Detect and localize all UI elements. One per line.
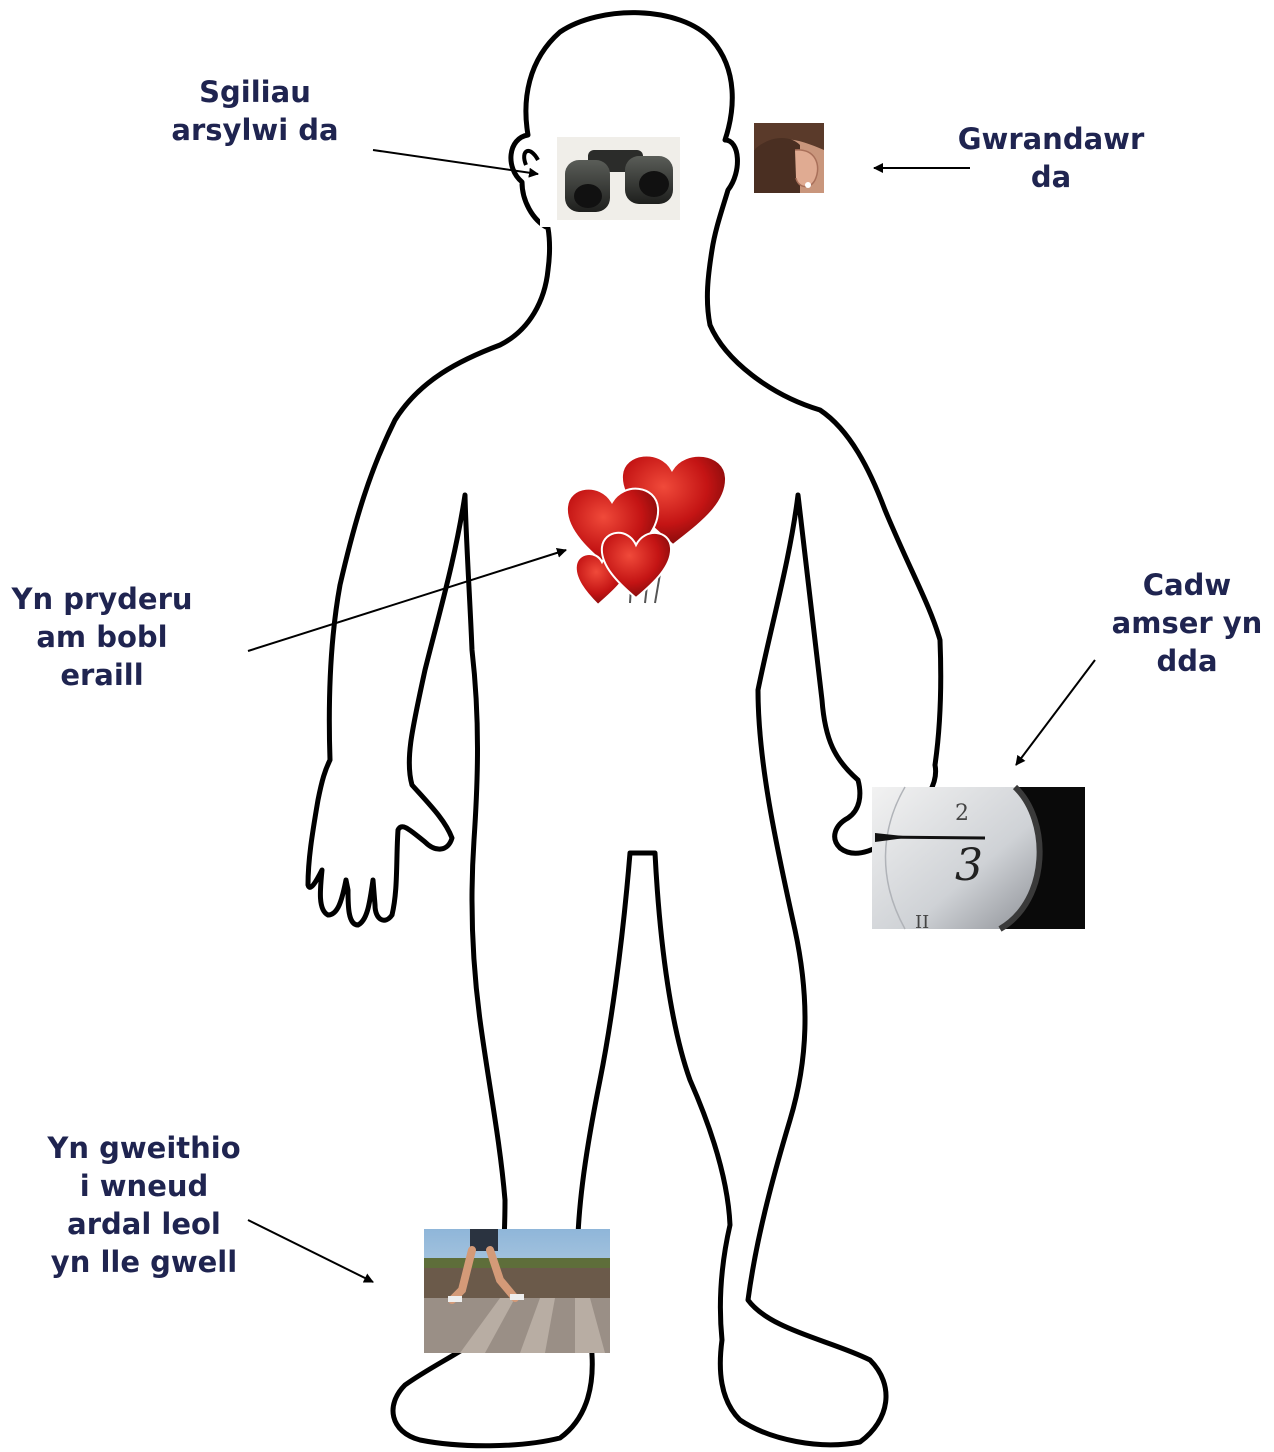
label-listener-line-1: Gwrandawr [940,120,1162,158]
ear-curve [524,151,538,165]
clock-photo: 2 3 II [872,787,1085,933]
label-observation-line-1: Sgiliau [140,73,370,111]
human-outline [308,13,941,1446]
ear-photo [754,123,824,193]
label-timekeeping-line-3: dda [1100,642,1274,680]
label-observation-line-2: arsylwi da [140,111,370,149]
label-community-line-1: Yn gweithio [30,1129,258,1167]
hearts-photo [560,445,750,605]
running-legs-photo [424,1229,610,1353]
label-community-line-4: yn lle gwell [30,1243,258,1281]
label-caring-line-3: eraill [0,656,204,694]
label-community-line-2: i wneud [30,1167,258,1205]
label-observation: Sgiliau arsylwi da [140,73,370,149]
label-community-line-3: ardal leol [30,1205,258,1243]
label-listener: Gwrandawr da [940,120,1162,196]
label-caring-line-2: am bobl [0,618,204,656]
arrow-caring [248,550,566,651]
arrow-community [248,1220,373,1282]
svg-text:II: II [915,912,929,933]
label-timekeeping: Cadw amser yn dda [1100,566,1274,680]
label-timekeeping-line-2: amser yn [1100,604,1274,642]
svg-text:3: 3 [955,840,983,891]
label-community: Yn gweithio i wneud ardal leol yn lle gw… [30,1129,258,1281]
label-caring-line-1: Yn pryderu [0,580,204,618]
label-timekeeping-line-1: Cadw [1100,566,1274,604]
arrow-timekeeping [1016,660,1095,765]
binoculars-photo [540,137,680,227]
svg-text:2: 2 [955,801,969,826]
label-listener-line-2: da [940,158,1162,196]
label-caring: Yn pryderu am bobl eraill [0,580,204,694]
